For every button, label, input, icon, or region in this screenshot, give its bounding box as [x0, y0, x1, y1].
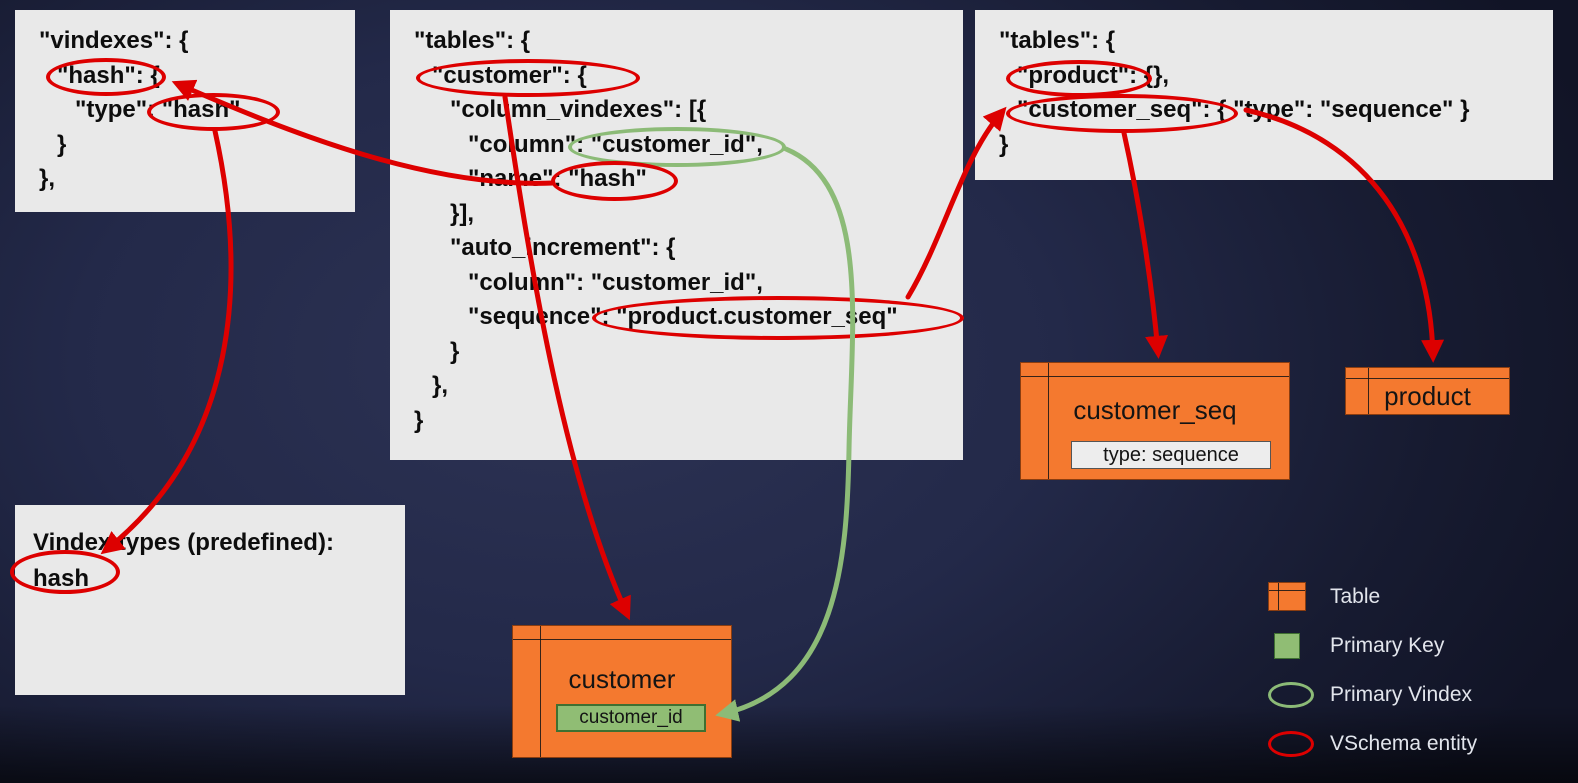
customer-seq-table-title: customer_seq: [1073, 395, 1237, 425]
vindex-type-hash: hash: [33, 565, 90, 592]
legend: Table Primary Key Primary Vindex VSchema…: [1268, 572, 1558, 768]
legend-label-primary-key: Primary Key: [1330, 633, 1445, 657]
table-column-line: [540, 626, 541, 757]
code-line: },: [39, 165, 56, 192]
table-legend-icon: [1268, 582, 1306, 611]
code-line: "type": "hash": [75, 96, 241, 123]
code-line: "product": {},: [1017, 61, 1170, 89]
table-column-line: [1278, 583, 1279, 610]
customer-table-shape: customer customer_id: [512, 625, 732, 758]
table-header-line: [513, 639, 731, 640]
primary-key-legend-icon: [1274, 632, 1300, 659]
code-line: "column_vindexes": [{: [450, 96, 707, 123]
code-line: "column": "customer_id",: [468, 268, 763, 296]
code-line: "tables": {: [414, 27, 531, 54]
code-line: "customer": {: [432, 61, 587, 89]
code-line: "sequence": "product.customer_seq": [468, 303, 898, 330]
customer-seq-type-cell: type: sequence: [1071, 441, 1271, 469]
code-line: "vindexes": {: [39, 27, 189, 54]
product-table-shape: product: [1345, 367, 1510, 415]
customer-seq-table-shape: customer_seq type: sequence: [1020, 362, 1290, 480]
code-line: "name": "hash": [468, 165, 647, 192]
table-column-line: [1368, 368, 1369, 414]
legend-label-vschema-entity: VSchema entity: [1330, 731, 1478, 755]
panel-tables-product-json: "tables": { "product": {}, "customer_seq…: [975, 10, 1553, 180]
legend-row-table: Table: [1268, 572, 1558, 621]
legend-row-vschema-entity: VSchema entity: [1268, 719, 1558, 768]
legend-row-primary-key: Primary Key: [1268, 621, 1558, 670]
table-header-line: [1346, 378, 1509, 379]
legend-label-table: Table: [1330, 584, 1381, 608]
code-line: "auto_increment": {: [450, 234, 676, 261]
panel-vindex-types: Vindex types (predefined): hash: [15, 505, 405, 695]
customer-primary-key-cell: customer_id: [556, 704, 706, 732]
code-line: },: [432, 372, 449, 399]
code-line: "tables": {: [999, 27, 1116, 54]
legend-label-primary-vindex: Primary Vindex: [1330, 682, 1472, 706]
table-header-line: [1269, 590, 1305, 591]
table-column-line: [1048, 363, 1049, 479]
primary-vindex-legend-icon: [1268, 681, 1314, 708]
product-table-title: product: [1384, 381, 1471, 411]
code-line: }],: [450, 199, 474, 227]
vschema-entity-legend-icon: [1268, 730, 1314, 757]
code-line: }: [450, 337, 460, 365]
panel-vindexes-json: "vindexes": { "hash": { "type": "hash" }…: [15, 10, 355, 212]
table-header-line: [1021, 376, 1289, 377]
customer-table-title: customer: [568, 664, 676, 694]
panel-tables-customer-json: "tables": { "customer": { "column_vindex…: [390, 10, 963, 460]
code-line: }: [57, 130, 67, 158]
legend-row-primary-vindex: Primary Vindex: [1268, 670, 1558, 719]
code-line: "column": "customer_id",: [468, 130, 763, 158]
code-line: }: [999, 130, 1009, 158]
code-line: }: [414, 406, 424, 434]
code-line: "hash": {: [57, 61, 160, 89]
vindex-types-title: Vindex types (predefined):: [33, 529, 334, 556]
code-line: "customer_seq": { "type": "sequence" }: [1017, 96, 1470, 123]
